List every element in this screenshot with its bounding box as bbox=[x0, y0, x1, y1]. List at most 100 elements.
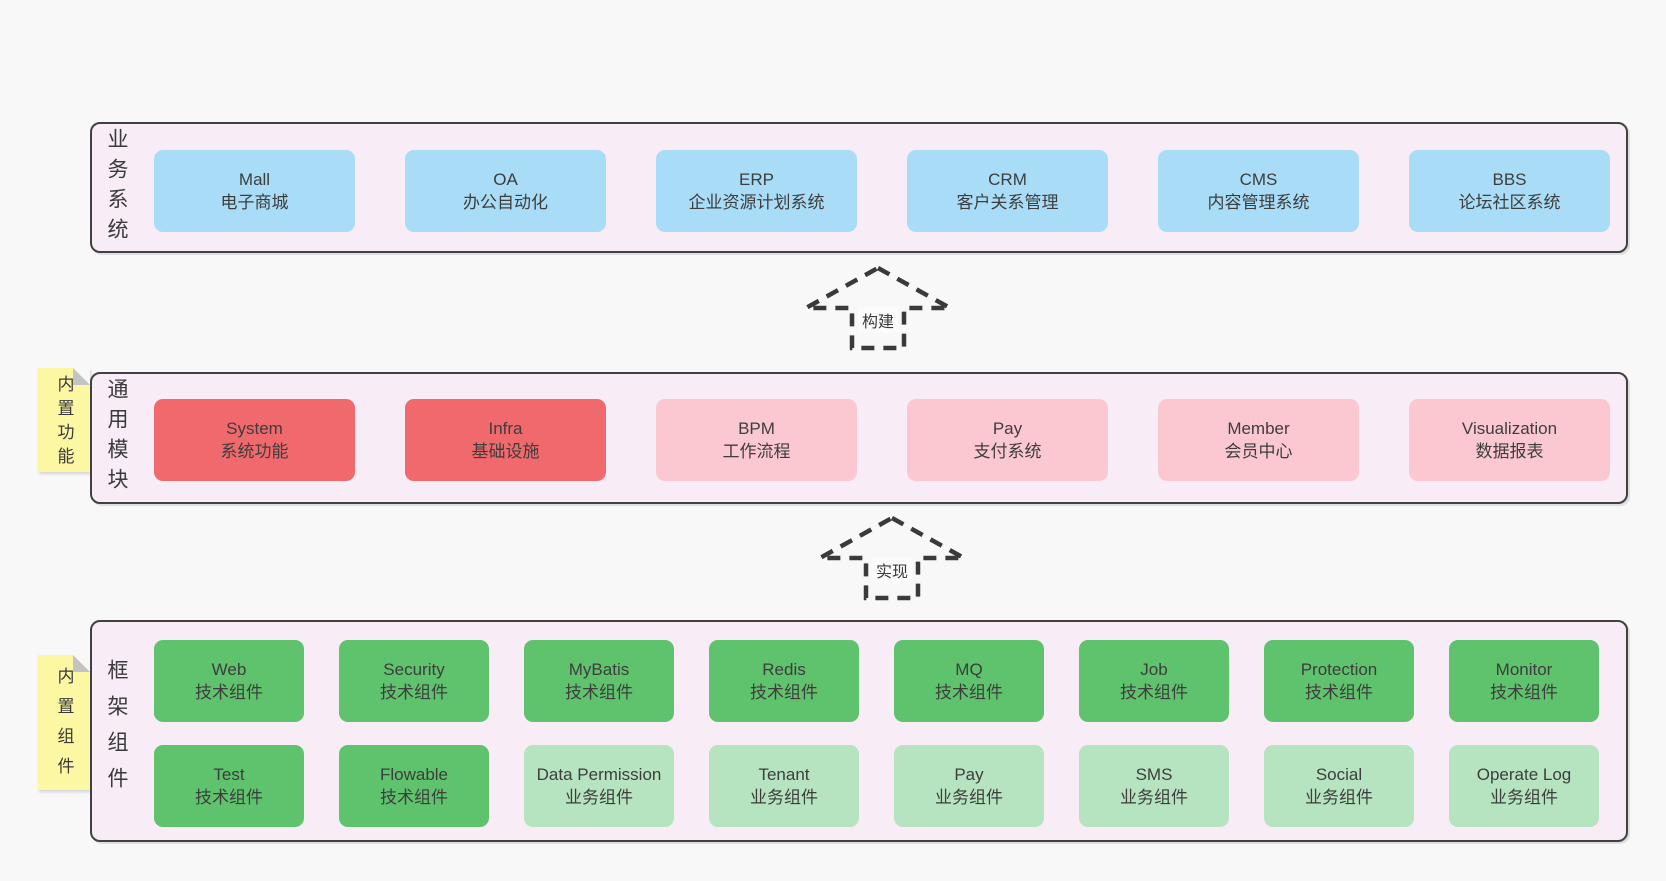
dashed-up-arrow-icon bbox=[814, 515, 970, 601]
node-rows: Web 技术组件 Security 技术组件 MyBatis 技术组件 Redi… bbox=[154, 640, 1599, 827]
node-subtitle: 内容管理系统 bbox=[1207, 193, 1310, 212]
node-row: Mall 电子商城 OA 办公自动化 ERP 企业资源计划系统 CRM 客户关系… bbox=[154, 150, 1610, 232]
node-subtitle: 技术组件 bbox=[380, 788, 448, 807]
node-visualization: Visualization 数据报表 bbox=[1409, 399, 1610, 481]
node-social: Social 业务组件 bbox=[1264, 745, 1414, 827]
sticky-note-builtin-components: 内置组件 bbox=[38, 655, 90, 790]
node-subtitle: 客户关系管理 bbox=[956, 193, 1059, 212]
node-subtitle: 工作流程 bbox=[722, 442, 791, 461]
node-mall: Mall 电子商城 bbox=[154, 150, 355, 232]
node-title: Infra bbox=[488, 418, 523, 438]
layer-label: 框架组件 bbox=[105, 659, 128, 803]
node-subtitle: 论坛社区系统 bbox=[1458, 193, 1561, 212]
node-title: Mall bbox=[238, 169, 271, 189]
node-redis: Redis 技术组件 bbox=[709, 640, 859, 722]
node-subtitle: 技术组件 bbox=[1120, 683, 1188, 702]
sticky-note-label: 内置组件 bbox=[54, 666, 74, 787]
node-subtitle: 技术组件 bbox=[750, 683, 818, 702]
node-row: System 系统功能 Infra 基础设施 BPM 工作流程 Pay 支付系统… bbox=[154, 399, 1610, 481]
node-title: System bbox=[226, 418, 283, 438]
node-title: Flowable bbox=[379, 764, 449, 784]
node-subtitle: 技术组件 bbox=[195, 788, 263, 807]
node-title: Data Permission bbox=[536, 764, 662, 784]
node-row: Web 技术组件 Security 技术组件 MyBatis 技术组件 Redi… bbox=[154, 640, 1599, 722]
node-data-permission: Data Permission 业务组件 bbox=[524, 745, 674, 827]
node-title: OA bbox=[493, 169, 518, 189]
node-subtitle: 业务组件 bbox=[565, 788, 633, 807]
node-subtitle: 基础设施 bbox=[471, 442, 540, 461]
node-flowable: Flowable 技术组件 bbox=[339, 745, 489, 827]
node-subtitle: 会员中心 bbox=[1224, 442, 1293, 461]
node-subtitle: 业务组件 bbox=[1305, 788, 1373, 807]
implement-arrow: 实现 bbox=[814, 514, 970, 602]
node-title: Pay bbox=[992, 418, 1023, 438]
node-subtitle: 业务组件 bbox=[1490, 788, 1558, 807]
node-title: CRM bbox=[988, 169, 1027, 189]
node-bpm: BPM 工作流程 bbox=[656, 399, 857, 481]
node-subtitle: 支付系统 bbox=[973, 442, 1042, 461]
node-title: Social bbox=[1315, 764, 1363, 784]
build-arrow: 构建 bbox=[800, 264, 956, 352]
node-monitor: Monitor 技术组件 bbox=[1449, 640, 1599, 722]
node-title: Web bbox=[211, 659, 247, 679]
node-tenant: Tenant 业务组件 bbox=[709, 745, 859, 827]
node-subtitle: 业务组件 bbox=[935, 788, 1003, 807]
node-title: Visualization bbox=[1461, 418, 1558, 438]
node-title: Redis bbox=[762, 659, 806, 679]
node-subtitle: 电子商城 bbox=[220, 193, 289, 212]
layer-framework-components: 框架组件 Web 技术组件 Security 技术组件 MyBatis 技术组件… bbox=[90, 620, 1628, 842]
sticky-note-builtin-features: 内置功能 bbox=[38, 368, 90, 472]
sticky-note-label: 内置功能 bbox=[54, 375, 74, 472]
node-sms: SMS 业务组件 bbox=[1079, 745, 1229, 827]
node-title: Security bbox=[383, 659, 445, 679]
layer-label: 业务系统 bbox=[105, 127, 128, 248]
arrow-label: 构建 bbox=[857, 307, 899, 333]
node-title: Member bbox=[1227, 418, 1290, 438]
node-mq: MQ 技术组件 bbox=[894, 640, 1044, 722]
layer-common-modules: 通用模块 System 系统功能 Infra 基础设施 BPM 工作流程 Pay… bbox=[90, 372, 1628, 504]
arrow-label: 实现 bbox=[871, 557, 913, 583]
node-erp: ERP 企业资源计划系统 bbox=[656, 150, 857, 232]
node-title: MyBatis bbox=[568, 659, 630, 679]
node-row: Test 技术组件 Flowable 技术组件 Data Permission … bbox=[154, 745, 1599, 827]
node-title: SMS bbox=[1135, 764, 1173, 784]
node-job: Job 技术组件 bbox=[1079, 640, 1229, 722]
node-infra: Infra 基础设施 bbox=[405, 399, 606, 481]
node-title: Job bbox=[1140, 659, 1168, 679]
node-subtitle: 业务组件 bbox=[750, 788, 818, 807]
node-subtitle: 业务组件 bbox=[1120, 788, 1188, 807]
node-member: Member 会员中心 bbox=[1158, 399, 1359, 481]
node-title: Pay bbox=[954, 764, 984, 784]
node-title: CMS bbox=[1239, 169, 1278, 189]
node-cms: CMS 内容管理系统 bbox=[1158, 150, 1359, 232]
node-title: MQ bbox=[955, 659, 983, 679]
node-title: Tenant bbox=[758, 764, 810, 784]
node-pay-component: Pay 业务组件 bbox=[894, 745, 1044, 827]
node-subtitle: 技术组件 bbox=[380, 683, 448, 702]
node-subtitle: 数据报表 bbox=[1475, 442, 1544, 461]
node-test: Test 技术组件 bbox=[154, 745, 304, 827]
node-subtitle: 技术组件 bbox=[565, 683, 633, 702]
dashed-up-arrow-icon bbox=[800, 265, 956, 351]
node-oa: OA 办公自动化 bbox=[405, 150, 606, 232]
node-subtitle: 技术组件 bbox=[1490, 683, 1558, 702]
node-security: Security 技术组件 bbox=[339, 640, 489, 722]
node-title: BPM bbox=[738, 418, 775, 438]
layer-business-systems: 业务系统 Mall 电子商城 OA 办公自动化 ERP 企业资源计划系统 CRM… bbox=[90, 122, 1628, 253]
node-subtitle: 办公自动化 bbox=[463, 193, 548, 212]
node-web: Web 技术组件 bbox=[154, 640, 304, 722]
node-subtitle: 技术组件 bbox=[1305, 683, 1373, 702]
node-pay-system: Pay 支付系统 bbox=[907, 399, 1108, 481]
node-title: Monitor bbox=[1495, 659, 1553, 679]
node-title: ERP bbox=[739, 169, 774, 189]
node-system: System 系统功能 bbox=[154, 399, 355, 481]
node-mybatis: MyBatis 技术组件 bbox=[524, 640, 674, 722]
node-title: Test bbox=[213, 764, 245, 784]
node-subtitle: 系统功能 bbox=[220, 442, 289, 461]
node-operate-log: Operate Log 业务组件 bbox=[1449, 745, 1599, 827]
node-title: BBS bbox=[1492, 169, 1527, 189]
node-subtitle: 企业资源计划系统 bbox=[688, 193, 825, 212]
node-subtitle: 技术组件 bbox=[935, 683, 1003, 702]
node-subtitle: 技术组件 bbox=[195, 683, 263, 702]
